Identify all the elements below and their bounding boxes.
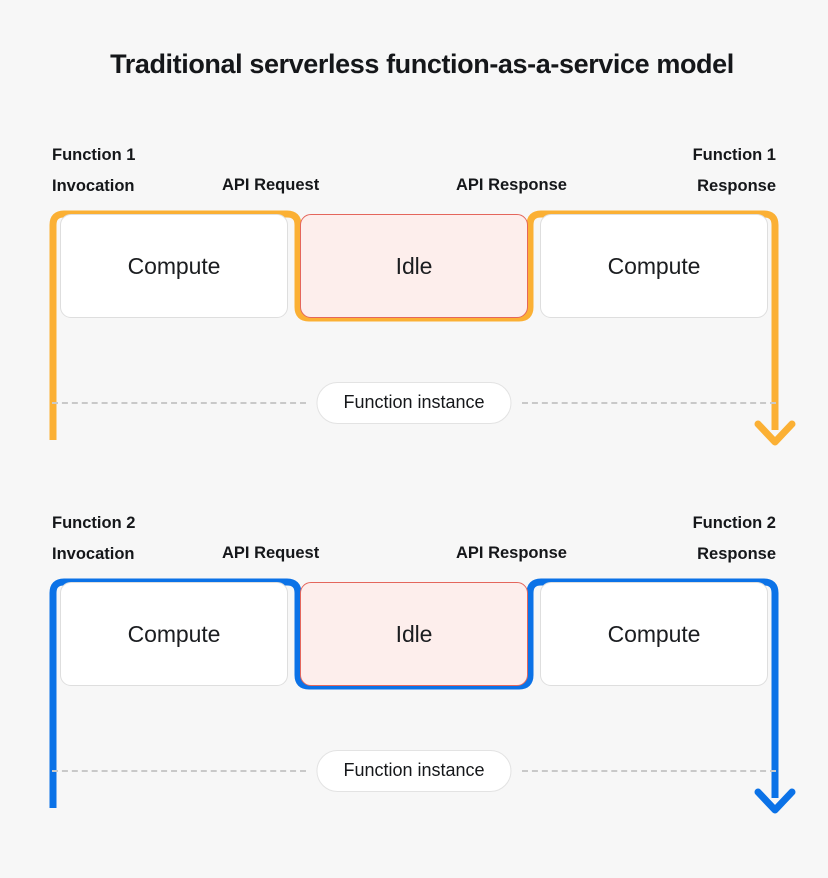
function-instance-pill: Function instance: [316, 750, 512, 792]
segment-compute: Compute: [60, 214, 288, 318]
segment-compute: Compute: [60, 582, 288, 686]
track-function-1: Function 1 Invocation API Request API Re…: [0, 140, 828, 446]
segment-idle: Idle: [300, 214, 528, 318]
segment-compute: Compute: [540, 214, 768, 318]
dashed-line-left: [52, 402, 306, 404]
caption-function-2-invocation: Function 2 Invocation: [52, 514, 136, 563]
caption-function-2-api-request: API Request: [222, 544, 320, 562]
segment-idle: Idle: [300, 582, 528, 686]
caption-row-function-1: Function 1 Invocation API Request API Re…: [0, 140, 828, 202]
dashed-line-right: [522, 770, 776, 772]
caption-function-1-api-response: API Response: [456, 176, 567, 194]
caption-row-function-2: Function 2 Invocation API Request API Re…: [0, 508, 828, 570]
track-function-2: Function 2 Invocation API Request API Re…: [0, 508, 828, 814]
page-title: Traditional serverless function-as-a-ser…: [110, 49, 734, 79]
caption-function-2-api-response: API Response: [456, 544, 567, 562]
instance-divider-function-2: Function instance: [0, 740, 828, 802]
lane-function-1: Compute Idle Compute: [0, 202, 828, 446]
function-instance-pill: Function instance: [316, 382, 512, 424]
segment-compute: Compute: [540, 582, 768, 686]
caption-function-1-invocation: Function 1 Invocation: [52, 146, 136, 195]
caption-function-2-response: Function 2 Response: [692, 514, 776, 563]
instance-divider-function-1: Function instance: [0, 372, 828, 434]
dashed-line-left: [52, 770, 306, 772]
lane-function-2: Compute Idle Compute: [0, 570, 828, 814]
caption-function-1-api-request: API Request: [222, 176, 320, 194]
caption-function-1-response: Function 1 Response: [692, 146, 776, 195]
dashed-line-right: [522, 402, 776, 404]
